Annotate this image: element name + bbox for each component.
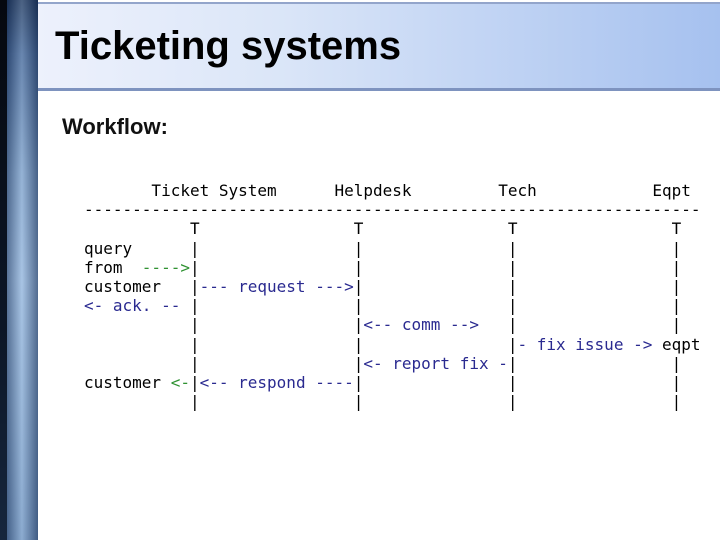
ascii-diagram: Ticket System Helpdesk Tech Eqpt--------… [84,181,701,411]
diagram-line: query | | | | [84,238,682,258]
diagram-line: from ---->| | | | [84,257,682,277]
diagram-line: Ticket System Helpdesk Tech Eqpt [84,181,691,200]
slide-title: Ticketing systems [55,24,402,68]
diagram-line: | |<- report fix -| | [84,353,682,373]
diagram-line: customer |--- request --->| | | [84,277,682,297]
diagram-line: | | | | [84,392,682,412]
diagram-line: customer <-|<-- respond ----| | | [84,373,682,393]
diagram-line: ----------------------------------------… [84,200,701,220]
diagram-line: <- ack. -- | | | | [84,296,682,316]
diagram-line: | |<-- comm --> | | [84,315,682,335]
slide-edge-shadow [0,0,7,540]
diagram-line: T T T T [84,219,682,239]
slide-header: Ticketing systems [38,2,720,91]
slide-accent-bar [7,0,38,540]
diagram-line: | | |- fix issue -> eqpt [84,334,701,354]
workflow-heading: Workflow: [62,114,168,139]
